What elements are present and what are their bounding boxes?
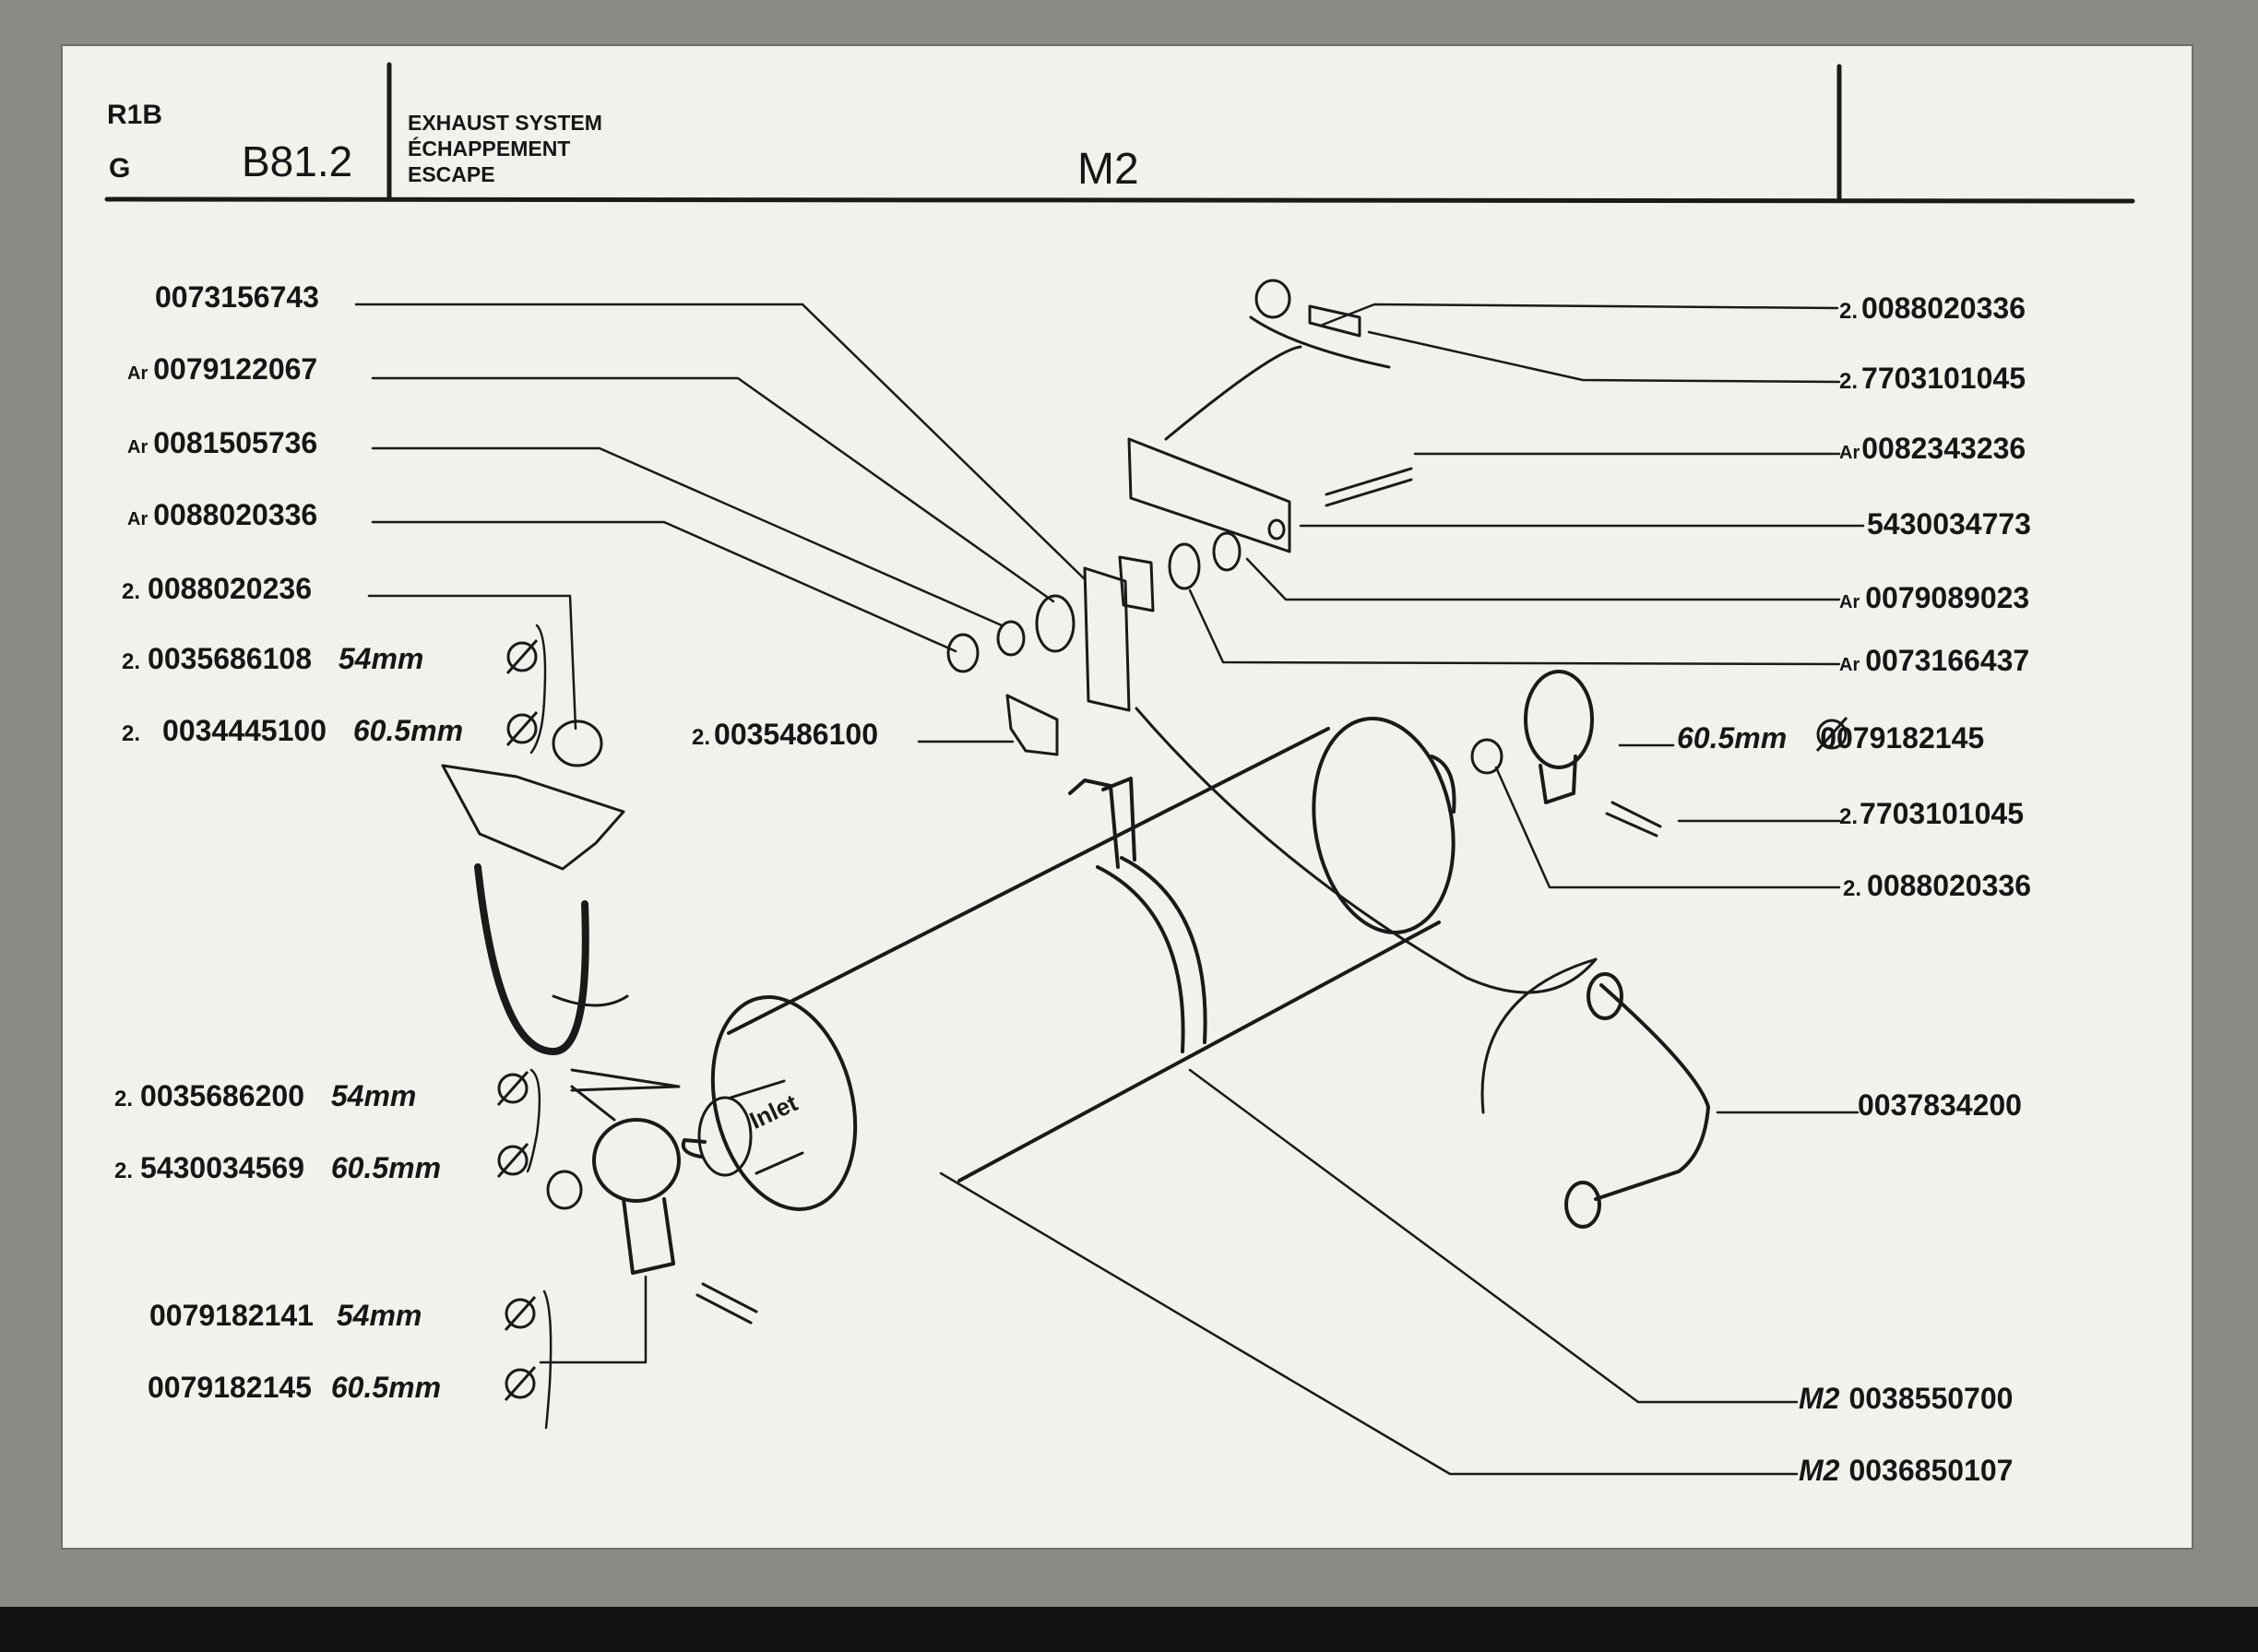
callout-left-9: 2.0035686200 54mm — [114, 1079, 417, 1112]
model-code: M2 — [1077, 145, 1139, 194]
leader-r-0036850107 — [939, 1171, 1799, 1476]
scanner-bottom-edge — [0, 1607, 2258, 1652]
leader-0081505736 — [371, 446, 1004, 627]
leader-0088020336 — [371, 520, 957, 653]
size-brackets — [526, 624, 553, 1430]
leader-r-0073166437 — [1188, 588, 1841, 666]
inlet-arrows — [570, 1068, 681, 1122]
callout-right-1: 2.0088020336 — [1839, 291, 2026, 325]
callout-left-1: 0073156743 — [155, 280, 319, 314]
callout-left-7: 2.0034445100 60.5mm — [122, 714, 464, 747]
parts-catalogue-sheet — [61, 44, 2193, 1550]
leader-r-0088020336 — [1321, 303, 1839, 327]
diameter-symbols — [496, 639, 1848, 1401]
callout-left-10: 2.5430034569 60.5mm — [114, 1151, 442, 1184]
callout-right-9: 2.0088020336 — [1843, 869, 2031, 902]
leader-0079182141 — [539, 1275, 648, 1364]
callout-left-8: 2.0035486100 — [692, 718, 878, 751]
exhaust-clamps — [592, 670, 1594, 1275]
header-rule — [104, 196, 2135, 204]
callout-left-12: 0079182145 60.5mm — [148, 1371, 442, 1404]
leader-lines — [354, 303, 1865, 1476]
callout-right-4: 5430034773 — [1867, 507, 2031, 541]
code-g: G — [109, 153, 131, 184]
muffler — [710, 717, 1456, 1211]
leader-r-7703101045 — [1367, 330, 1841, 384]
inlet-pipe — [681, 1079, 804, 1177]
leader-0073156743 — [354, 303, 1087, 581]
leader-r-0088020336b — [1494, 766, 1841, 889]
u-bolt-assembly — [441, 719, 629, 1055]
callout-right-2: 2.7703101045 — [1839, 362, 2026, 395]
leader-r-0038550700 — [1188, 1068, 1799, 1404]
leader-r-0079089023 — [1245, 557, 1841, 601]
title-spanish: ESCAPE — [408, 162, 495, 186]
callout-left-5: 2.0088020236 — [122, 572, 312, 605]
small-fasteners — [546, 279, 1662, 1325]
callout-right-3: Ar0082343236 — [1839, 432, 2026, 465]
leader-0079122067 — [371, 376, 1055, 603]
callout-left-6: 2.0035686108 54mm — [122, 642, 424, 675]
hanger-strap — [1127, 315, 1598, 1114]
callout-right-8: 2.7703101045 — [1839, 797, 2024, 830]
section-number: B81.2 — [242, 137, 353, 185]
callout-left-11: 0079182141 54mm — [149, 1299, 422, 1332]
title-english: EXHAUST SYSTEM — [408, 111, 602, 135]
leader-0088020236 — [367, 594, 577, 731]
title-french: ÉCHAPPEMENT — [408, 137, 571, 160]
earth-strap — [1564, 972, 1710, 1229]
code-r1b: R1B — [107, 100, 163, 130]
callout-right-10: 0037834200 — [1858, 1088, 2022, 1122]
rubber-mount — [1083, 518, 1286, 712]
